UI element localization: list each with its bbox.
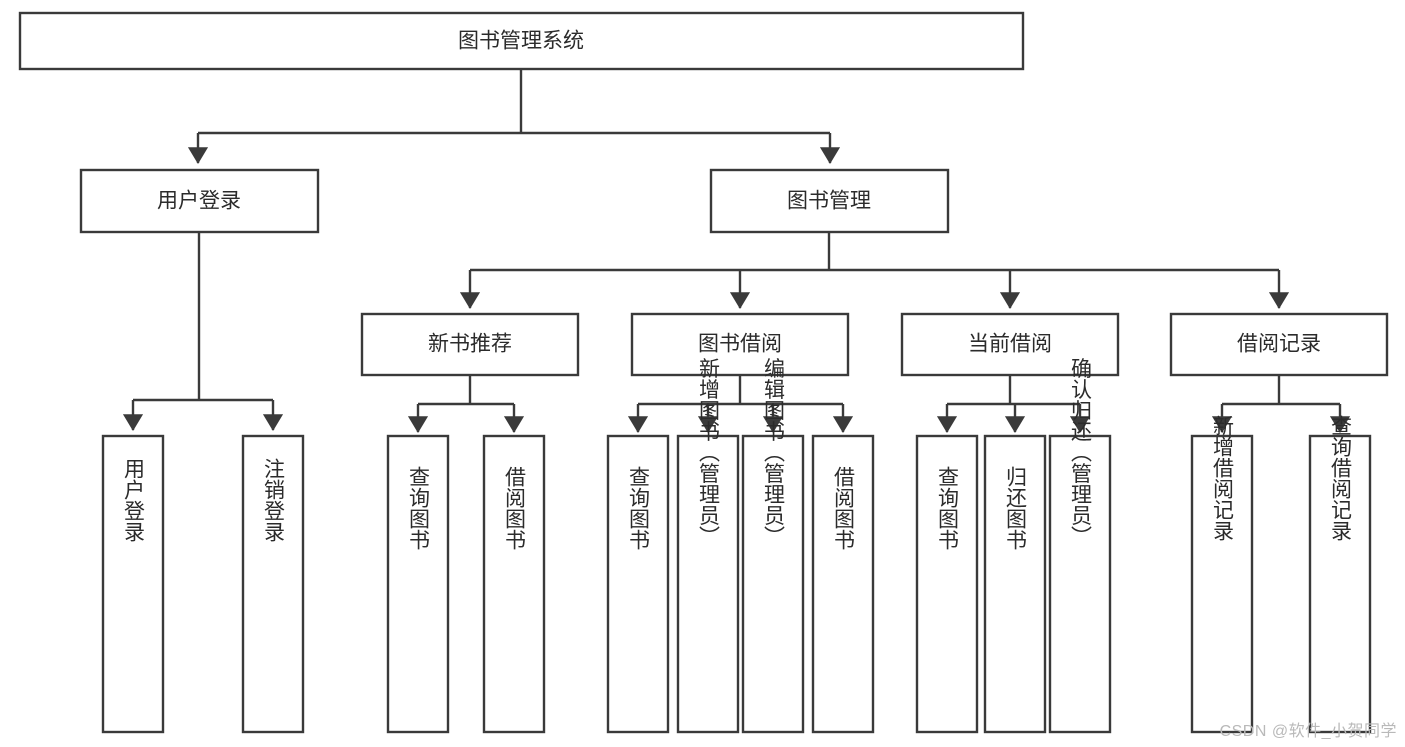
leaf-query-record-label: 查询借阅记录 (1329, 415, 1353, 541)
watermark-text: CSDN @软件_小贺同学 (1219, 723, 1397, 740)
leaf-user-login-box[interactable] (101, 434, 165, 734)
leaf-confirm-return-label: 确认归还（管理员） (1069, 358, 1093, 547)
connector-book-borrow-to-leaves (627, 375, 854, 434)
leaf-logout-box[interactable] (241, 434, 305, 734)
connector-current-borrow-to-leaves (936, 375, 1091, 434)
connector-book-manage-to-level3 (459, 232, 1290, 310)
node-book-borrow[interactable]: 图书借阅 (630, 312, 850, 377)
leaf-query-book-1-label: 查询图书 (407, 466, 431, 550)
leaf-return-book[interactable]: 归还图书 (983, 434, 1047, 734)
leaf-add-record[interactable]: 新增借阅记录 (1190, 415, 1254, 734)
leaf-borrow-book-2-label: 借阅图书 (832, 466, 856, 550)
node-user-login-label: 用户登录 (157, 190, 241, 213)
leaf-logout[interactable]: 注销登录 (241, 434, 305, 734)
node-book-borrow-box[interactable] (630, 312, 850, 377)
leaf-user-login[interactable]: 用户登录 (101, 434, 165, 734)
node-book-manage-box[interactable] (709, 168, 950, 234)
leaf-borrow-book-2[interactable]: 借阅图书 (811, 434, 875, 734)
leaf-query-book-2-label: 查询图书 (627, 466, 651, 550)
node-user-login[interactable]: 用户登录 (79, 168, 320, 234)
leaf-query-book-2[interactable]: 查询图书 (606, 434, 670, 734)
leaf-return-book-box[interactable] (983, 434, 1047, 734)
leaf-return-book-label: 归还图书 (1004, 466, 1028, 550)
leaf-query-book-1-box[interactable] (386, 434, 450, 734)
leaf-logout-label: 注销登录 (262, 458, 286, 542)
leaf-add-record-label: 新增借阅记录 (1211, 415, 1235, 541)
leaf-query-record-box[interactable] (1308, 434, 1372, 734)
node-new-book-recommend-box[interactable] (360, 312, 580, 377)
node-new-book-recommend[interactable]: 新书推荐 (360, 312, 580, 377)
node-borrow-record[interactable]: 借阅记录 (1169, 312, 1389, 377)
node-current-borrow-label: 当前借阅 (968, 333, 1052, 356)
leaf-query-book-2-box[interactable] (606, 434, 670, 734)
node-root-label: 图书管理系统 (458, 30, 584, 53)
leaf-borrow-book-1[interactable]: 借阅图书 (482, 434, 546, 734)
leaf-add-book[interactable]: 新增图书（管理员） (676, 358, 740, 734)
connector-user-login-to-leaves (122, 232, 284, 432)
leaf-query-record[interactable]: 查询借阅记录 (1308, 415, 1372, 734)
leaf-edit-book[interactable]: 编辑图书（管理员） (741, 358, 805, 734)
leaf-confirm-return-box[interactable] (1048, 434, 1112, 734)
leaf-query-book-3-box[interactable] (915, 434, 979, 734)
leaf-borrow-book-2-box[interactable] (811, 434, 875, 734)
connector-borrow-record-to-leaves (1211, 375, 1351, 434)
leaf-add-book-label: 新增图书（管理员） (697, 358, 721, 547)
node-book-manage[interactable]: 图书管理 (709, 168, 950, 234)
leaf-confirm-return[interactable]: 确认归还（管理员） (1048, 358, 1112, 734)
node-book-manage-label: 图书管理 (787, 190, 871, 213)
leaf-borrow-book-1-label: 借阅图书 (503, 466, 527, 550)
node-root[interactable]: 图书管理系统 (18, 11, 1025, 71)
leaf-edit-book-box[interactable] (741, 434, 805, 734)
leaf-query-book-3-label: 查询图书 (936, 466, 960, 550)
leaf-add-book-box[interactable] (676, 434, 740, 734)
leaf-user-login-label: 用户登录 (122, 458, 146, 542)
leaf-borrow-book-1-box[interactable] (482, 434, 546, 734)
node-book-borrow-label: 图书借阅 (698, 333, 782, 356)
leaf-edit-book-label: 编辑图书（管理员） (762, 358, 786, 547)
leaf-add-record-box[interactable] (1190, 434, 1254, 734)
leaf-query-book-3[interactable]: 查询图书 (915, 434, 979, 734)
connector-new-book-to-leaves (407, 375, 525, 434)
node-new-book-recommend-label: 新书推荐 (428, 333, 512, 356)
connector-root-to-level2 (187, 69, 841, 165)
leaf-query-book-1[interactable]: 查询图书 (386, 434, 450, 734)
node-current-borrow-box[interactable] (900, 312, 1120, 377)
node-borrow-record-label: 借阅记录 (1237, 333, 1321, 356)
node-current-borrow[interactable]: 当前借阅 (900, 312, 1120, 377)
node-root-box[interactable] (18, 11, 1025, 71)
